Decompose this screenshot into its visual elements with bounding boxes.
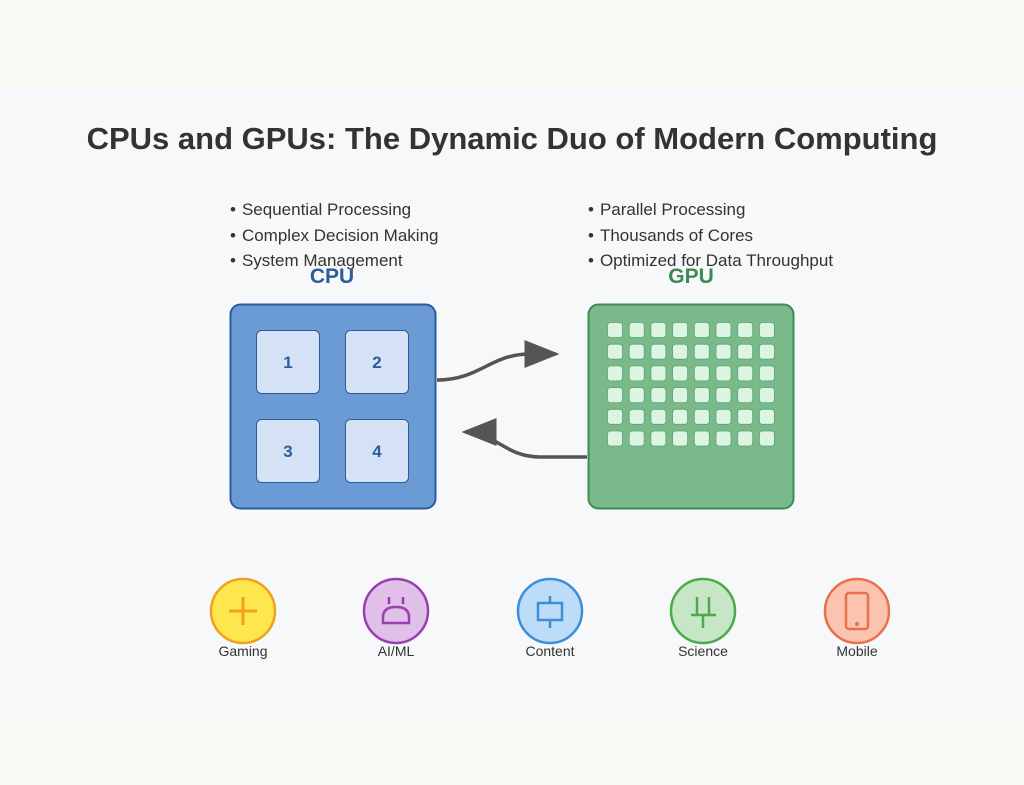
gpu-core: [759, 365, 775, 382]
gpu-core: [650, 430, 667, 447]
gpu-core: [759, 430, 775, 447]
gpu-core: [715, 365, 732, 382]
gpu-core: [693, 387, 710, 404]
robot-icon: [381, 597, 411, 625]
gpu-core: [737, 387, 754, 404]
gpu-core: [672, 343, 688, 360]
cpu-label: CPU: [309, 265, 355, 288]
gpu-core: [607, 322, 623, 338]
gpu-core: [715, 387, 732, 404]
plus-icon: [229, 597, 257, 625]
gpu-core: [628, 343, 645, 360]
gpu-core: [607, 343, 623, 360]
gpu-core: [607, 430, 623, 447]
arrow-cpu-to-gpu: [436, 340, 560, 382]
gpu-core: [693, 430, 710, 447]
gpu-core: [650, 322, 667, 338]
phone-icon: [844, 591, 870, 631]
gpu-core: [759, 343, 775, 360]
gpu-core: [607, 408, 623, 425]
gpu-core: [672, 430, 688, 447]
gpu-core: [650, 365, 667, 382]
gpu-core: [650, 387, 667, 404]
gpu-feature: Parallel Processing: [588, 197, 833, 223]
gpu-core: [672, 365, 688, 382]
cpu-feature: Sequential Processing: [230, 197, 438, 223]
cpu-core: 4: [345, 419, 409, 483]
cpu-core: 3: [256, 419, 320, 483]
gpu-core: [737, 343, 754, 360]
use-case-ai-ml[interactable]: [362, 577, 430, 645]
gpu-core: [628, 365, 645, 382]
gpu-core: [650, 343, 667, 360]
gpu-core: [672, 408, 688, 425]
gpu-core: [650, 408, 667, 425]
cpu-core-label: 2: [372, 353, 381, 372]
use-case-label: AI/ML: [377, 643, 415, 659]
gpu-feature: Optimized for Data Throughput: [588, 248, 833, 274]
cpu-core-label: 1: [283, 353, 292, 372]
gpu-label: GPU: [668, 265, 714, 288]
gpu-core: [737, 322, 754, 338]
gpu-chip: [587, 303, 795, 510]
gpu-core: [693, 322, 710, 338]
cpu-core: 2: [345, 330, 409, 394]
use-case-mobile[interactable]: [823, 577, 891, 645]
gpu-core-grid: [607, 322, 775, 447]
gpu-core: [737, 408, 754, 425]
cpu-chip: 1 2 3 4: [229, 303, 437, 510]
gpu-core: [715, 408, 732, 425]
gpu-core: [759, 387, 775, 404]
use-case-label: Gaming: [218, 643, 268, 659]
cpu-feature: System Management: [230, 248, 438, 274]
use-case-label: Content: [525, 643, 575, 659]
cpu-core: 1: [256, 330, 320, 394]
gpu-core: [715, 430, 732, 447]
gpu-feature: Thousands of Cores: [588, 223, 833, 249]
gpu-core: [693, 343, 710, 360]
gpu-core: [607, 365, 623, 382]
gpu-core: [628, 322, 645, 338]
gpu-core: [672, 322, 688, 338]
gpu-core: [628, 430, 645, 447]
gpu-core: [628, 387, 645, 404]
use-case-science[interactable]: [669, 577, 737, 645]
cpu-feature: Complex Decision Making: [230, 223, 439, 249]
gpu-core: [715, 343, 732, 360]
gpu-core: [737, 365, 754, 382]
frame-icon: [536, 596, 564, 628]
arrow-gpu-to-cpu: [461, 418, 587, 459]
use-case-label: Science: [678, 643, 728, 659]
use-case-gaming[interactable]: [209, 577, 277, 645]
use-case-label: Mobile: [836, 643, 878, 659]
page-title: CPUs and GPUs: The Dynamic Duo of Modern…: [86, 121, 938, 156]
cpu-core-label: 4: [372, 442, 382, 461]
gpu-core: [759, 322, 775, 338]
cpu-feature-list: Sequential Processing Complex Decision M…: [230, 197, 439, 274]
cpu-core-label: 3: [283, 442, 292, 461]
gpu-feature-list: Parallel Processing Thousands of Cores O…: [588, 197, 833, 274]
use-case-content[interactable]: [516, 577, 584, 645]
gpu-core: [737, 430, 754, 447]
gpu-core: [628, 408, 645, 425]
gpu-core: [715, 322, 732, 338]
fork-icon: [691, 597, 716, 628]
gpu-core: [693, 365, 710, 382]
gpu-core: [607, 387, 623, 404]
gpu-core: [759, 408, 775, 425]
gpu-core: [693, 408, 710, 425]
gpu-core: [672, 387, 688, 404]
